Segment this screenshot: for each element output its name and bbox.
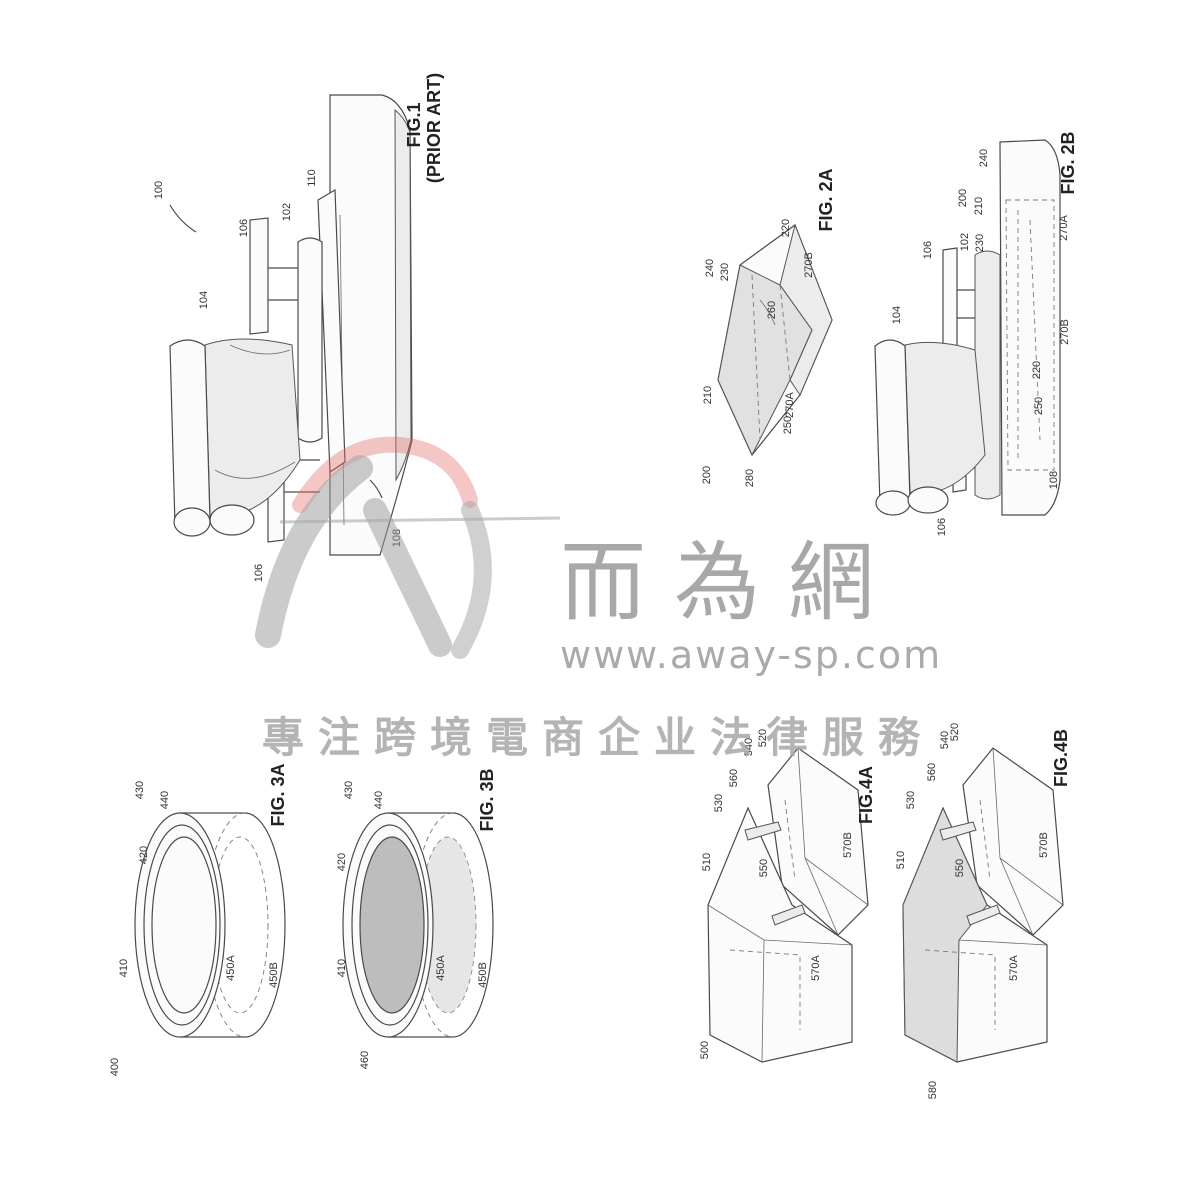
reference-numeral: 270A: [784, 391, 796, 417]
reference-numeral: 270B: [803, 252, 815, 278]
reference-numeral: 240: [704, 259, 716, 277]
figure-2a-labels: FIG. 2A 220 240 230 270B 260 210 270A 25…: [701, 168, 836, 487]
reference-numeral: 450B: [268, 962, 280, 988]
reference-numeral: 520: [949, 723, 961, 741]
reference-numeral: 570B: [1038, 832, 1050, 858]
reference-numeral: 540: [939, 731, 951, 749]
reference-numeral: 210: [702, 386, 714, 404]
reference-numeral: 560: [728, 769, 740, 787]
reference-numeral: 100: [153, 181, 165, 199]
figure-3a-drawing: [134, 812, 286, 1038]
reference-numeral: 250: [782, 416, 794, 434]
reference-numeral: 400: [109, 1058, 121, 1076]
reference-numeral: 430: [134, 781, 146, 799]
reference-numeral: 510: [701, 853, 713, 871]
figure-1-drawing: [169, 94, 413, 556]
reference-numeral: 220: [780, 219, 792, 237]
reference-numeral: 530: [713, 794, 725, 812]
reference-numeral: 550: [758, 859, 770, 877]
reference-numeral: 110: [306, 169, 318, 187]
figure-2b-drawing: [874, 139, 1061, 516]
reference-numeral: 450A: [435, 954, 447, 980]
figure-3b-labels: FIG. 3B 430 440 420 410 450A 450B 460: [336, 768, 497, 1069]
reference-numeral: 410: [336, 959, 348, 977]
reference-numeral: 102: [281, 203, 293, 221]
reference-numeral: 106: [253, 564, 265, 582]
figure-2b-labels: FIG. 2B 240 200 210 102 230 270A 106 104…: [891, 131, 1078, 536]
reference-numeral: 580: [927, 1081, 939, 1099]
reference-numeral: 200: [957, 189, 969, 207]
reference-numeral: 104: [198, 291, 210, 309]
reference-numeral: 210: [973, 197, 985, 215]
reference-numeral: 280: [744, 469, 756, 487]
watermark-brand: 而為網: [560, 533, 902, 633]
reference-numeral: 102: [959, 233, 971, 251]
reference-numeral: 560: [926, 763, 938, 781]
reference-numeral: 420: [336, 853, 348, 871]
reference-numeral: 270A: [1058, 214, 1070, 240]
figure-4a-title: FIG.4A: [856, 766, 876, 824]
reference-numeral: 510: [895, 851, 907, 869]
reference-numeral: 540: [743, 738, 755, 756]
reference-numeral: 500: [699, 1041, 711, 1059]
watermark-slogan: 專注跨境電商企业法律服務: [262, 713, 934, 762]
reference-numeral: 106: [936, 518, 948, 536]
reference-numeral: 270B: [1059, 319, 1071, 345]
figure-4b-drawing: [902, 747, 1064, 1063]
reference-numeral: 570A: [810, 954, 822, 980]
figure-3b-drawing: [342, 812, 494, 1038]
figure-4b-labels: FIG.4B 540 520 560 530 510 550 570B 570A…: [895, 723, 1071, 1099]
figure-4a-drawing: [707, 747, 869, 1063]
reference-numeral: 440: [373, 791, 385, 809]
figure-1-subtitle: (PRIOR ART): [424, 73, 444, 183]
figure-2b-title: FIG. 2B: [1058, 131, 1078, 194]
reference-numeral: 420: [138, 846, 150, 864]
reference-numeral: 460: [359, 1051, 371, 1069]
reference-numeral: 250: [1033, 397, 1045, 415]
reference-numeral: 108: [1048, 471, 1060, 489]
reference-numeral: 570A: [1008, 954, 1020, 980]
reference-numeral: 240: [978, 149, 990, 167]
figure-3a-labels: FIG. 3A 430 440 420 410 450A 450B 400: [109, 763, 288, 1076]
watermark-logo: [255, 436, 561, 659]
watermark: 而為網 www.away-sp.com 專注跨境電商企业法律服務: [255, 436, 942, 762]
figure-1-title: FIG.1: [404, 102, 424, 147]
reference-numeral: 550: [954, 859, 966, 877]
reference-numeral: 104: [891, 306, 903, 324]
reference-numeral: 230: [719, 263, 731, 281]
figure-4b-title: FIG.4B: [1051, 729, 1071, 787]
reference-numeral: 440: [159, 791, 171, 809]
reference-numeral: 520: [757, 729, 769, 747]
figure-3a-title: FIG. 3A: [268, 763, 288, 826]
reference-numeral: 570B: [842, 832, 854, 858]
reference-numeral: 430: [343, 781, 355, 799]
reference-numeral: 106: [238, 219, 250, 237]
figure-4a-labels: FIG.4A 540 520 560 530 510 550 570B 570A…: [699, 729, 876, 1059]
reference-numeral: 530: [905, 791, 917, 809]
reference-numeral: 220: [1031, 361, 1043, 379]
figure-3b-title: FIG. 3B: [477, 768, 497, 831]
reference-numeral: 200: [701, 466, 713, 484]
watermark-url: www.away-sp.com: [560, 633, 942, 677]
reference-numeral: 106: [922, 241, 934, 259]
figure-2a-drawing: [717, 223, 833, 457]
reference-numeral: 410: [118, 959, 130, 977]
figure-2a-title: FIG. 2A: [816, 168, 836, 231]
reference-numeral: 260: [766, 301, 778, 319]
reference-numeral: 450A: [225, 954, 237, 980]
reference-numeral: 230: [974, 234, 986, 252]
reference-numeral: 450B: [477, 962, 489, 988]
